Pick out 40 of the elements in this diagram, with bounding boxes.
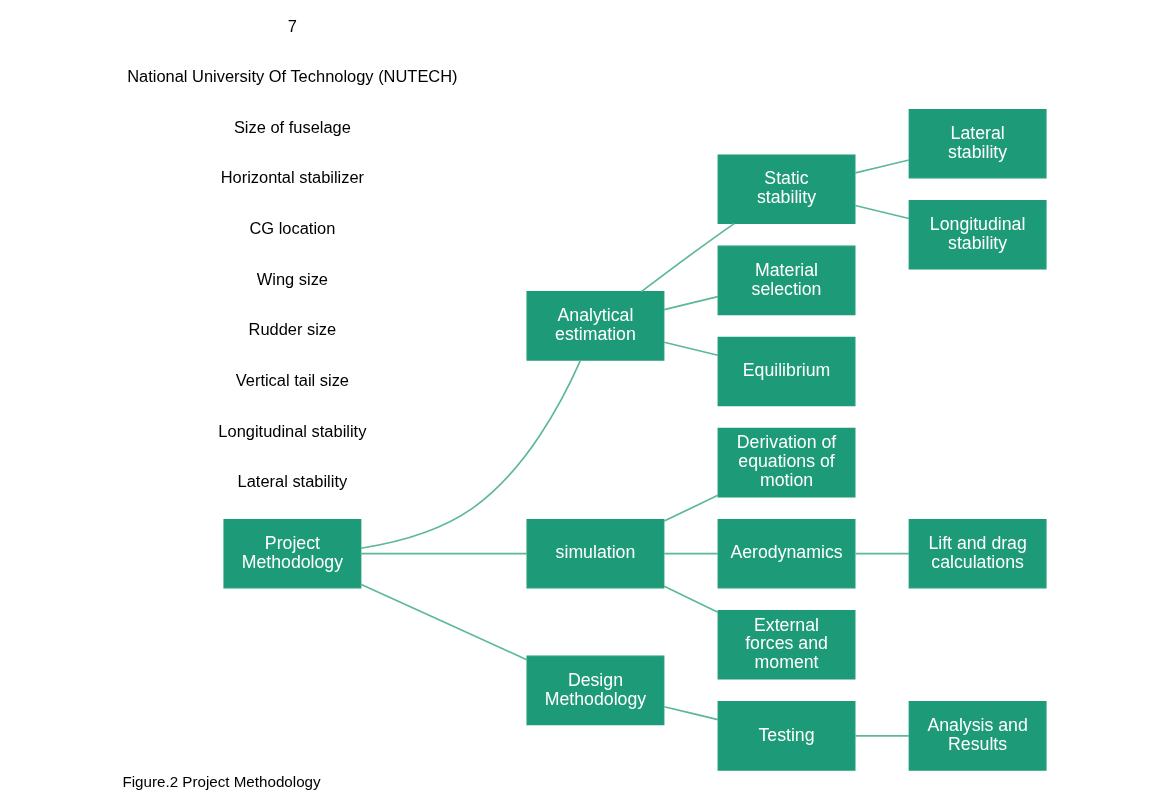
node-box: Equilibrium (717, 336, 855, 407)
connector (662, 295, 719, 311)
connector (662, 585, 719, 614)
node-box: Derivation of equations of motion (717, 427, 855, 498)
caption: Figure.2 Project Methodology (121, 773, 321, 791)
label: Horizontal stabilizer (220, 168, 364, 187)
label: 7 (287, 16, 297, 35)
node-box: Static stability (717, 154, 855, 225)
connector (854, 552, 910, 555)
node-box: Lateral stability (908, 108, 1047, 179)
label: Wing size (256, 269, 328, 288)
connector (662, 494, 719, 522)
connector (662, 341, 719, 356)
label: CG location (248, 219, 335, 238)
connector (854, 159, 910, 174)
connector (640, 222, 735, 293)
connector (854, 204, 910, 220)
node-box: Testing (717, 701, 855, 771)
label: Vertical tail size (235, 370, 349, 389)
node-box: Design Methodology (526, 655, 664, 726)
label: Lateral stability (237, 472, 347, 491)
node-box: Lift and drag calculations (908, 518, 1047, 589)
label: National University Of Technology (NUTECH) (126, 67, 458, 86)
node-box: Analysis and Results (908, 701, 1047, 771)
node-box: Analytical estimation (526, 291, 664, 361)
label: Rudder size (248, 320, 336, 339)
node-box: External forces and moment (717, 610, 855, 680)
label: Longitudinal stability (217, 421, 366, 440)
node-box: Project Methodology (222, 518, 361, 589)
connector (662, 705, 719, 721)
node-box: Aerodynamics (717, 518, 855, 589)
connector (359, 552, 528, 555)
node-box: Material selection (717, 245, 855, 316)
connector (854, 735, 910, 737)
connector (662, 552, 719, 555)
connector (359, 583, 528, 661)
connector (359, 359, 581, 550)
label: Size of fuselage (233, 117, 351, 136)
node-box: simulation (526, 518, 664, 589)
node-box: Longitudinal stability (908, 200, 1047, 270)
